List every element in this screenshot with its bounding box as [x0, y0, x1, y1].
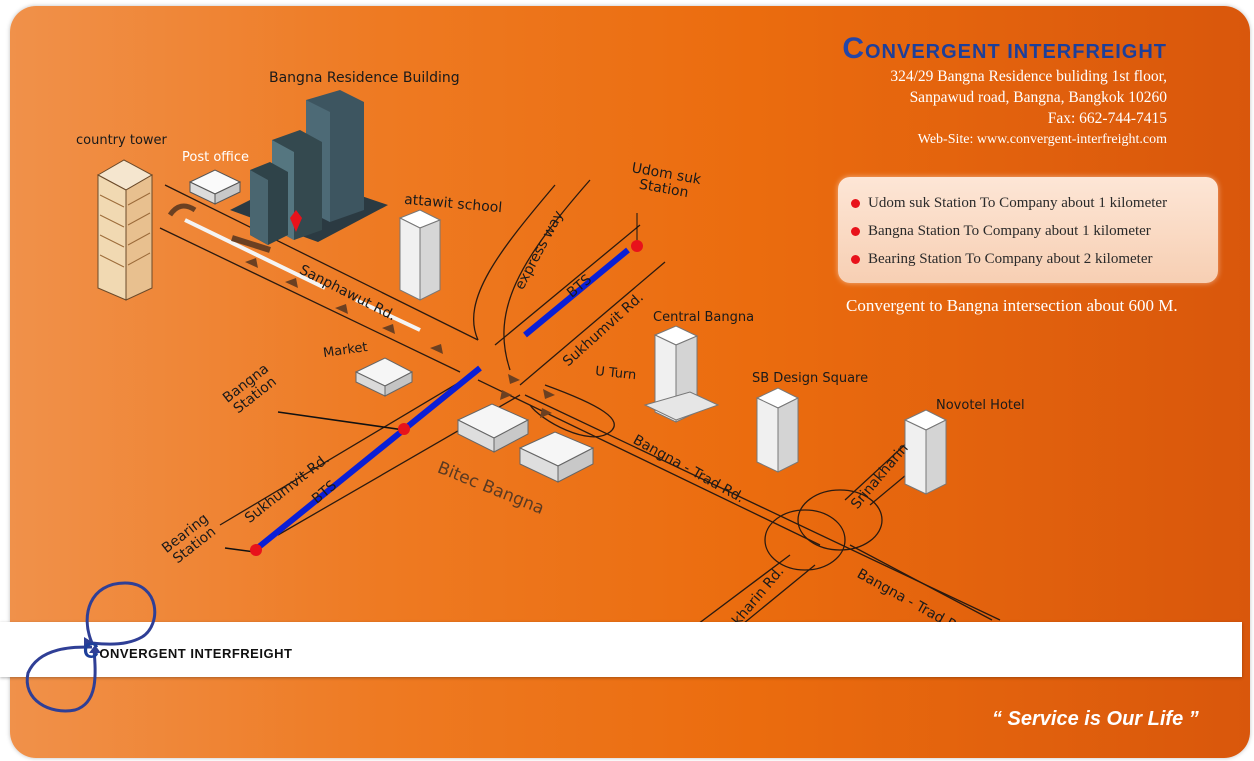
novotel-hotel-building-icon: [903, 409, 948, 495]
novotel-label: Novotel Hotel: [936, 398, 1025, 413]
bangna-residence-building-icon: [230, 90, 388, 245]
distance-item: Bangna Station To Company about 1 kilome…: [851, 217, 1218, 245]
footer-band: [0, 622, 1242, 677]
station-distance-box: Udom suk Station To Company about 1 kilo…: [838, 177, 1218, 283]
distance-item: Bearing Station To Company about 2 kilom…: [851, 245, 1218, 273]
country-tower-label: country tower: [76, 133, 167, 148]
post-office-label: Post office: [182, 150, 249, 165]
company-name: ONVERGENT INTERFREIGHT: [864, 41, 1167, 63]
bullet-dot-icon: [851, 198, 860, 208]
sukhumvit-road-edge-a: [219, 369, 481, 526]
sb-design-square-building-icon: [755, 387, 800, 473]
intersection-note: Convergent to Bangna intersection about …: [846, 296, 1178, 315]
srinakharin-edge-a: [689, 554, 791, 631]
bearing-station-dot: [250, 544, 262, 556]
convergent-loop-logo-icon: [25, 581, 157, 713]
arrow-to-building-icon: [231, 235, 271, 253]
bangna-residence-label: Bangna Residence Building: [269, 70, 460, 86]
attawit-school-building-icon: [398, 209, 442, 301]
interchange-loop-east: [797, 489, 883, 551]
company-info: CONVERGENT INTERFREIGHT 324/29 Bangna Re…: [842, 32, 1167, 150]
sukhumvit-north-edge-a: [494, 224, 641, 346]
distance-text: Udom suk Station To Company about 1 kilo…: [868, 194, 1168, 211]
distance-text: Bangna Station To Company about 1 kilome…: [868, 222, 1151, 239]
interchange-loop-west: [764, 509, 846, 571]
bts-line-north: [523, 247, 630, 338]
slogan: “ Service is Our Life ”: [992, 708, 1199, 730]
distance-text: Bearing Station To Company about 2 kilom…: [868, 250, 1153, 267]
bullet-dot-icon: [851, 226, 860, 236]
sanphawut-median: [184, 218, 326, 290]
central-bangna-label: Central Bangna: [653, 310, 755, 325]
bullet-dot-icon: [851, 254, 860, 264]
post-office-building-icon: [188, 169, 242, 205]
website-link[interactable]: Web-Site: www.convergent-interfreight.co…: [917, 132, 1167, 147]
central-bangna-building-icon: [643, 325, 720, 423]
sanphawut-road-edge-south: [159, 227, 461, 373]
address-line-1: 324/29 Bangna Residence buliding 1st flo…: [890, 68, 1167, 85]
address-line-2: Sanpawud road, Bangna, Bangkok 10260: [909, 89, 1167, 106]
sanphawut-road-edge-north: [164, 184, 479, 341]
srinakharin-edge-c: [844, 439, 911, 501]
expressway-edge-a: [473, 184, 556, 341]
bangna-trad-edge-north: [477, 379, 821, 546]
distance-item: Udom suk Station To Company about 1 kilo…: [851, 189, 1218, 217]
fax-number: Fax: 662-744-7415: [1047, 110, 1167, 127]
company-logo-text: CONVERGENT INTERFREIGHT: [842, 32, 1167, 66]
traffic-direction-arrows: [245, 258, 555, 418]
udomsuk-station-dot: [631, 240, 643, 252]
company-location-pin-icon: [290, 210, 302, 232]
footer-logo-text: CONVERGENT INTERFREIGHT: [83, 638, 292, 664]
sukhumvit-north-edge-b: [519, 261, 666, 386]
footer-logo-letter: C: [83, 638, 100, 663]
turn-arrow-icon: [167, 203, 197, 217]
bearing-station-pointer: [224, 547, 256, 553]
bitec-bangna-building-icon: [456, 403, 595, 483]
company-logo-letter: C: [842, 32, 865, 65]
footer-company-name: ONVERGENT INTERFREIGHT: [99, 646, 293, 661]
sanphawut-median-2: [355, 298, 421, 332]
expressway-edge-b: [503, 179, 591, 371]
sb-design-label: SB Design Square: [752, 371, 869, 386]
market-building-icon: [354, 357, 414, 397]
u-turn-loop: [529, 384, 615, 438]
bangna-trad-east-edge: [849, 544, 993, 621]
country-tower-building-icon: [96, 159, 154, 301]
bts-line-south: [253, 365, 482, 553]
bangna-station-dot: [398, 423, 410, 435]
bangna-station-pointer: [277, 411, 405, 431]
